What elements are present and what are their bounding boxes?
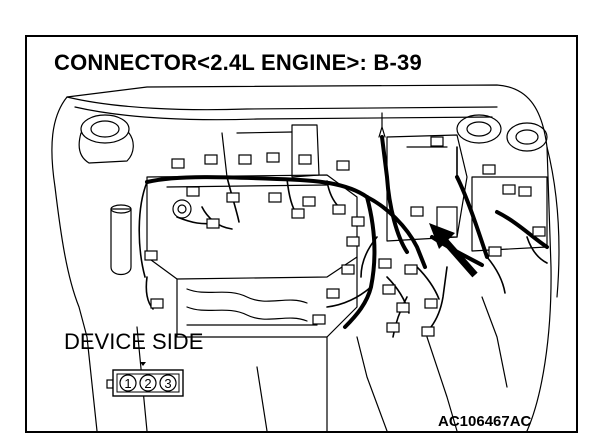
- connector-pin-2: [139, 374, 157, 392]
- pin-3-label: 3: [164, 376, 171, 391]
- reference-code: AC106467AC: [438, 413, 532, 430]
- connector-face-diagram: 1 2 3: [106, 362, 184, 397]
- pin-2-label: 2: [144, 376, 151, 391]
- engine-bay-illustration: [51, 84, 560, 431]
- connector-pin-3: [159, 374, 177, 392]
- pin-1-label: 1: [124, 376, 131, 391]
- diagram-title: CONNECTOR<2.4L ENGINE>: B-39: [54, 50, 422, 75]
- device-side-label: DEVICE SIDE: [64, 329, 204, 354]
- connector-pointer-arrow: [429, 223, 478, 278]
- diagram-frame: CONNECTOR<2.4L ENGINE>: B-39: [25, 35, 578, 433]
- connector-pin-1: [119, 374, 137, 392]
